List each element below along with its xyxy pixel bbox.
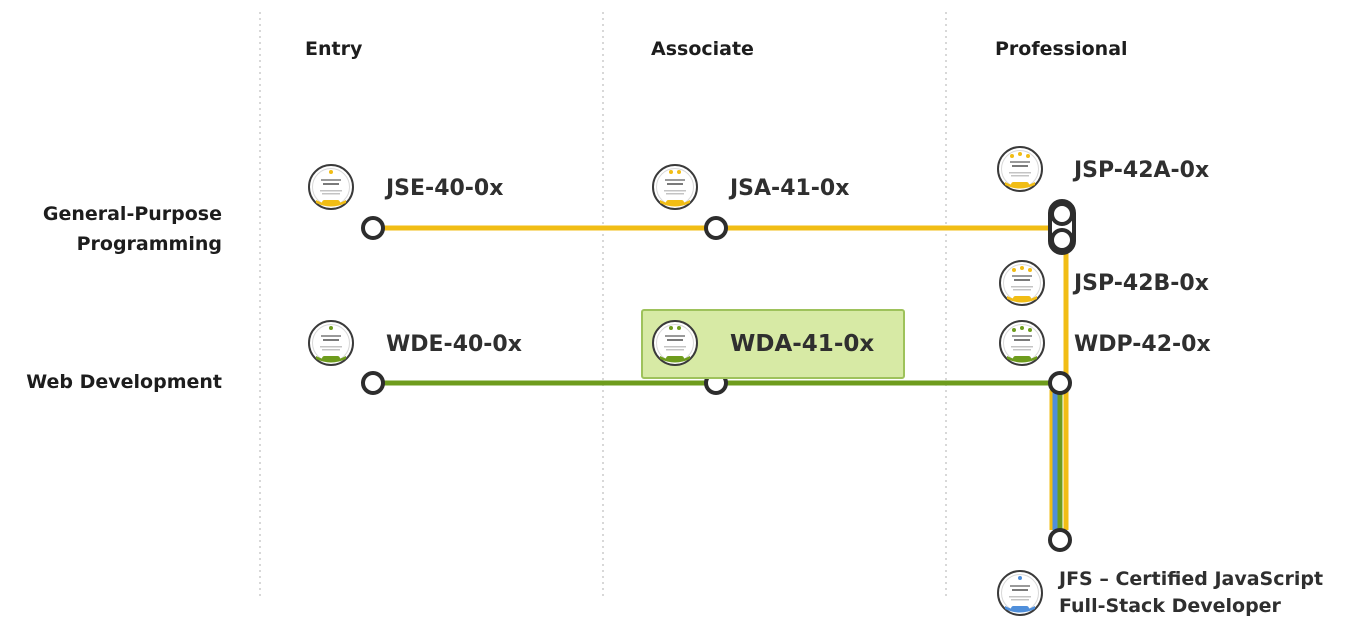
column-header-professional: Professional xyxy=(995,38,1128,60)
badge-star xyxy=(669,326,673,330)
badge-star xyxy=(1012,328,1016,332)
jfs-title-line1: JFS – Certified JavaScript xyxy=(1059,568,1324,590)
wdp-badge-icon xyxy=(999,320,1045,366)
jsp-a-badge-icon xyxy=(997,146,1043,192)
jsa-node xyxy=(704,216,728,240)
column-header-associate: Associate xyxy=(651,38,754,60)
jse-code[interactable]: JSE-40-0x xyxy=(386,176,504,201)
badge-star xyxy=(329,170,333,174)
jsp-node-a xyxy=(1050,202,1074,226)
badge-star xyxy=(1018,576,1022,580)
badge-star xyxy=(1026,154,1030,158)
badge-star xyxy=(1028,268,1032,272)
jsp-node-b xyxy=(1050,228,1074,252)
badge-star xyxy=(1028,328,1032,332)
wde-node xyxy=(361,371,385,395)
badge-star xyxy=(1020,326,1024,330)
jsa-badge-icon xyxy=(652,164,698,210)
wdp-node xyxy=(1048,371,1072,395)
jfs-title-line2: Full-Stack Developer xyxy=(1059,595,1281,617)
wda-code[interactable]: WDA-41-0x xyxy=(730,331,875,357)
badge-star xyxy=(677,326,681,330)
badge-star xyxy=(1012,268,1016,272)
jsp-b-badge-icon xyxy=(999,260,1045,306)
badge-star xyxy=(1010,154,1014,158)
badge-star xyxy=(1020,266,1024,270)
badge-star xyxy=(329,326,333,330)
badge-star xyxy=(1018,152,1022,156)
wde-badge-icon xyxy=(308,320,354,366)
wda-badge-icon xyxy=(652,320,698,366)
track-label-gpp-line1: General-Purpose xyxy=(42,203,222,225)
jse-node xyxy=(361,216,385,240)
badge-star xyxy=(677,170,681,174)
badge-star xyxy=(669,170,673,174)
column-header-entry: Entry xyxy=(305,38,363,60)
jfs-badge-icon xyxy=(997,570,1043,616)
track-label-web: Web Development xyxy=(26,371,222,393)
jfs-node xyxy=(1048,528,1072,552)
track-label-gpp-line2: Programming xyxy=(76,233,222,255)
jsa-code[interactable]: JSA-41-0x xyxy=(730,176,850,201)
jsp-a-code[interactable]: JSP-42A-0x xyxy=(1074,158,1210,183)
jse-badge-icon xyxy=(308,164,354,210)
jfs-title[interactable]: JFS – Certified JavaScript Full-Stack De… xyxy=(1059,566,1323,620)
track-label-gpp: General-Purpose Programming xyxy=(43,199,222,259)
wdp-code[interactable]: WDP-42-0x xyxy=(1074,332,1211,357)
jsp-b-code[interactable]: JSP-42B-0x xyxy=(1074,271,1209,296)
wde-code[interactable]: WDE-40-0x xyxy=(386,332,522,357)
